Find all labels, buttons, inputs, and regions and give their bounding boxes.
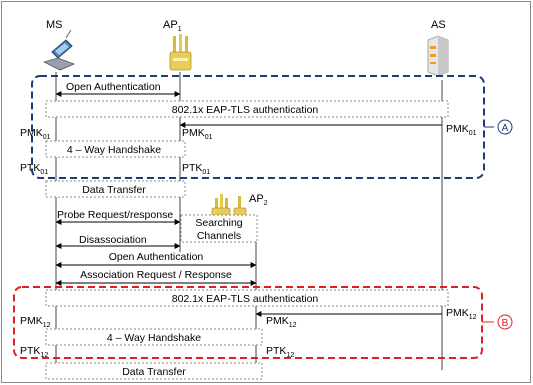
group-b-marker-label: B — [502, 318, 509, 329]
laptop-icon — [42, 29, 76, 71]
channels-label: Channels — [197, 230, 241, 242]
data-transfer-2-label: Data Transfer — [122, 366, 186, 378]
group-b-box — [13, 286, 483, 359]
group-a-marker — [497, 119, 513, 135]
probe-label: Probe Request/response — [57, 209, 173, 221]
handshake-2-label: 4 – Way Handshake — [107, 332, 201, 344]
eap-tls-1-box — [45, 100, 449, 118]
pmk01-as-label: PMK01 — [446, 123, 477, 137]
handshake-1-box — [45, 140, 186, 158]
group-a-box — [31, 75, 485, 179]
as-label: AS — [431, 19, 446, 31]
open-auth-2-label: Open Authentication — [109, 251, 204, 263]
data-transfer-1-box — [45, 180, 186, 198]
disassociation-label: Disassociation — [79, 234, 147, 246]
searching-label: Searching — [195, 217, 242, 229]
open-auth-1-label: Open Authentication — [66, 81, 161, 93]
ap1-label: AP1 — [163, 19, 182, 33]
handshake-1-label: 4 – Way Handshake — [67, 144, 161, 156]
group-a-marker-label: A — [502, 123, 509, 134]
pmk01-ms-label: PMK01 — [20, 127, 51, 141]
ptk12-ms-label: PTK12 — [20, 345, 48, 359]
searching-channels-box — [180, 214, 258, 243]
pmk12-ap2-label: PMK12 — [266, 315, 297, 329]
ptk12-ap2-label: PTK12 — [266, 345, 294, 359]
group-b-marker — [497, 314, 513, 330]
eap-tls-2-label: 802.1x EAP-TLS authentication — [172, 293, 319, 305]
pmk01-ap1-label: PMK01 — [182, 127, 213, 141]
ptk01-ms-label: PTK01 — [20, 162, 48, 176]
handshake-2-box — [45, 328, 263, 346]
access-point-1-icon — [169, 34, 192, 71]
association-label: Association Request / Response — [80, 269, 232, 281]
ap2-label: AP2 — [249, 193, 268, 207]
data-transfer-2-box — [45, 362, 263, 380]
data-transfer-1-label: Data Transfer — [82, 184, 146, 196]
pmk12-ms-label: PMK12 — [20, 315, 51, 329]
eap-tls-1-label: 802.1x EAP-TLS authentication — [172, 104, 319, 116]
ptk01-ap1-label: PTK01 — [182, 162, 210, 176]
ms-label: MS — [46, 19, 63, 31]
server-icon — [427, 35, 449, 77]
eap-tls-2-box — [45, 289, 449, 307]
pmk12-as-label: PMK12 — [446, 307, 477, 321]
